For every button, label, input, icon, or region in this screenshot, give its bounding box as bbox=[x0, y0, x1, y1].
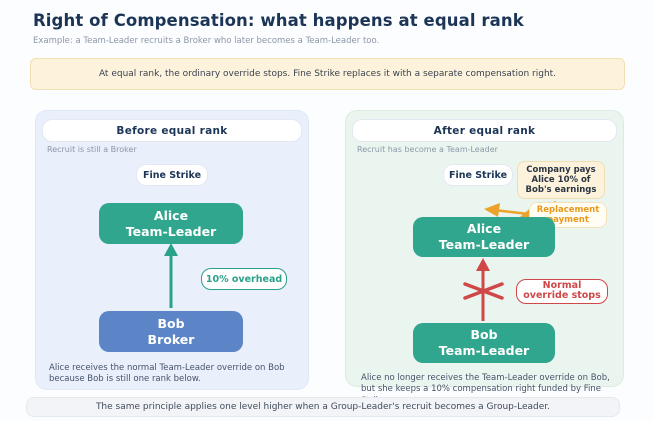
alice-node-before: Alice Team-Leader bbox=[99, 203, 243, 244]
alice-rank: Team-Leader bbox=[125, 223, 217, 239]
bob-name: Bob bbox=[470, 327, 498, 343]
before-panel: Before equal rank Recruit is still a Bro… bbox=[35, 110, 309, 390]
bob-rank: Broker bbox=[147, 331, 195, 347]
before-panel-header: Before equal rank bbox=[42, 119, 302, 142]
footer-note: The same principle applies one level hig… bbox=[26, 397, 620, 417]
before-panel-note: Recruit is still a Broker bbox=[47, 145, 137, 154]
blocked-override-arrow-icon bbox=[463, 258, 504, 321]
alice-name: Alice bbox=[466, 221, 502, 237]
bob-rank: Team-Leader bbox=[438, 343, 530, 358]
override-arrow-icon bbox=[164, 243, 178, 308]
alice-name: Alice bbox=[153, 207, 189, 223]
before-caption: Alice receives the normal Team-Leader ov… bbox=[49, 363, 285, 385]
key-message-banner: At equal rank, the ordinary override sto… bbox=[30, 58, 625, 90]
after-panel: After equal rank Recruit has become a Te… bbox=[345, 110, 624, 406]
fine-strike-node-after: Fine Strike bbox=[443, 164, 513, 186]
footer-text: The same principle applies one level hig… bbox=[95, 402, 551, 412]
bob-name: Bob bbox=[157, 315, 185, 331]
overhead-badge: 10% overhead bbox=[201, 268, 287, 290]
company-pays-note: Company pays Alice 10% of Bob's earnings bbox=[517, 161, 605, 200]
page-title: Right of Compensation: what happens at e… bbox=[33, 11, 524, 30]
after-panel-header: After equal rank bbox=[352, 119, 617, 142]
fine-strike-node-before: Fine Strike bbox=[136, 164, 208, 186]
bob-node-before: Bob Broker bbox=[99, 311, 243, 352]
alice-node-after: Alice Team-Leader bbox=[413, 217, 555, 257]
bob-node-after: Bob Team-Leader bbox=[413, 323, 555, 363]
after-panel-note: Recruit has become a Team-Leader bbox=[357, 145, 498, 154]
page-subtitle: Example: a Team-Leader recruits a Broker… bbox=[33, 36, 380, 46]
alice-rank: Team-Leader bbox=[438, 237, 530, 252]
override-stops-badge: Normal override stops bbox=[516, 279, 608, 304]
key-message-text: At equal rank, the ordinary override sto… bbox=[98, 69, 557, 79]
